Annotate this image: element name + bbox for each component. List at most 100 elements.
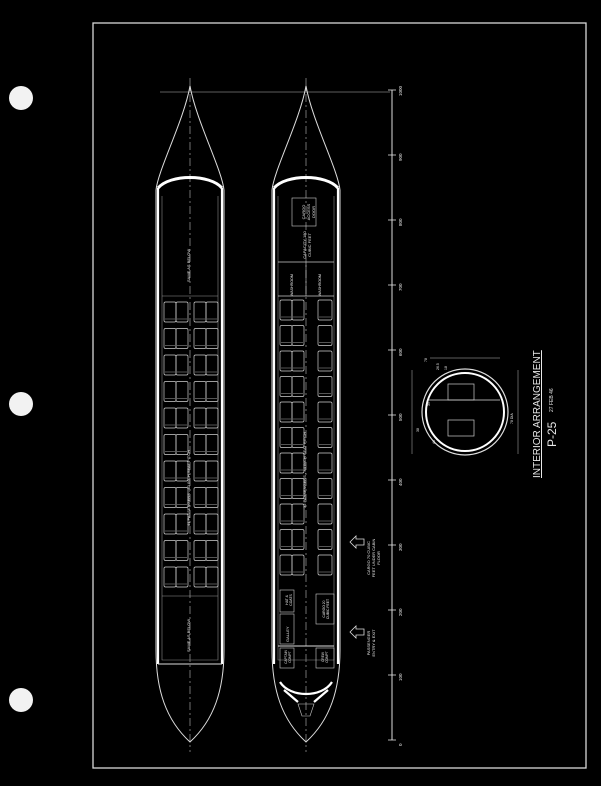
drawing-subtitle: P-25: [545, 421, 559, 447]
seat: [205, 381, 219, 402]
seat: [291, 529, 305, 550]
seat: [317, 299, 333, 321]
seat: [291, 452, 305, 474]
scale-tick-label: 300: [398, 543, 403, 551]
seat: [205, 434, 219, 455]
cargo-access-door-box: [291, 197, 317, 227]
upper-fuselage-outline: [155, 85, 225, 743]
seat: [317, 478, 333, 499]
scale-tick-label: 600: [398, 348, 403, 356]
upper-cabin-wall: [156, 188, 224, 664]
lower-passenger-note: 32 PASSENGERS - 34 INCH SEAT PITCH: [302, 431, 307, 508]
seat: [317, 427, 333, 448]
scale-tick-label: 200: [398, 608, 403, 616]
hat-compartment-label: HAT & COATS: [285, 594, 293, 606]
upper-cabin-inner: [161, 196, 219, 661]
seat: [291, 478, 305, 499]
seat: [175, 434, 189, 455]
seat: [317, 350, 333, 372]
seat: [205, 301, 219, 323]
seat: [205, 566, 219, 588]
seat: [175, 407, 189, 429]
lower-fuselage-outline: [271, 85, 341, 743]
upper-aft-note: SAME AS BELOW: [186, 618, 191, 652]
seat: [317, 503, 333, 525]
seat: [175, 328, 189, 349]
seat: [291, 401, 305, 423]
cross-section: [411, 357, 519, 456]
seat: [291, 503, 305, 525]
seat: [291, 376, 305, 397]
cargo-door-label: CARGO 70 CUBIC FEET UNDER CABIN FLOOR: [366, 538, 381, 578]
scale-tick-label: 900: [398, 153, 403, 161]
drawing-date-note: 27 FEB 46: [549, 388, 555, 412]
cross-section-inner: [425, 372, 505, 452]
seat: [291, 554, 305, 576]
cargo-access-label: CARGO ACCESS DOOR: [301, 203, 316, 221]
cockpit-console: [297, 703, 315, 717]
lower-cabin-wall: [272, 188, 340, 664]
seat: [317, 529, 333, 550]
seat: [317, 554, 333, 576]
upper-bulkhead-forward: [156, 176, 224, 190]
seat: [175, 566, 189, 588]
captain-compartment-box: [279, 647, 295, 669]
seat: [317, 325, 333, 346]
section-label-3: 18: [444, 366, 448, 370]
section-label-5: 39: [427, 402, 431, 406]
scale-tick-label: 400: [398, 478, 403, 486]
lower-fuselage: [271, 85, 341, 743]
scale-tick-label: 100: [398, 673, 403, 681]
front-cargo-box: [315, 593, 335, 625]
section-label-4: 78 DIA: [510, 413, 514, 424]
scale-tick-label: 0: [398, 743, 403, 746]
passenger-door-label: PASSENGER ENTRY & EXIT: [366, 629, 376, 657]
captain-compartment-label: CAPTAIN COMPT: [284, 650, 292, 664]
seat: [205, 513, 219, 535]
seat: [317, 401, 333, 423]
punch-hole-top: [9, 86, 33, 110]
cross-section-outer: [421, 368, 509, 456]
seat: [175, 513, 189, 535]
lower-cabin-inner: [277, 196, 335, 661]
seat: [291, 427, 305, 448]
cargo-door-arrow: [349, 535, 365, 549]
crew-compartment-box: [315, 647, 335, 669]
seat: [175, 301, 189, 323]
galley-box: [279, 613, 295, 645]
upper-passenger-note: 44 PASSENGERS - 40 INCH SEAT PITCH: [186, 449, 191, 526]
upper-fuselage: [155, 85, 225, 743]
sheet-border: [92, 22, 587, 769]
seat: [175, 460, 189, 482]
seat: [205, 540, 219, 561]
scale-tick-label: 700: [398, 283, 403, 291]
lower-bulkhead-forward: [272, 176, 340, 190]
washroom-left-label: WASHROOM: [290, 274, 294, 296]
seat: [205, 407, 219, 429]
hat-compartment-box: [279, 589, 295, 613]
cargo-capacity-label: CAPACITY 180 CUBIC FEET: [302, 231, 312, 259]
washroom-right-label: WASHROOM: [318, 274, 322, 296]
seat: [291, 325, 305, 346]
seat: [317, 376, 333, 397]
seat: [175, 487, 189, 508]
section-label-6: 38: [416, 428, 420, 432]
punch-hole-bottom: [9, 688, 33, 712]
seat: [175, 354, 189, 376]
section-label-1: 78: [424, 358, 428, 362]
scale-tick-label: 500: [398, 413, 403, 421]
section-label-2: 26.5: [436, 363, 440, 370]
seat: [317, 452, 333, 474]
front-cargo-label: CARGO 20 CUBIC FEET: [322, 598, 330, 620]
upper-forward-note: SAME AS BELOW: [186, 248, 191, 282]
cross-section-seat-top: [447, 383, 475, 401]
seat: [205, 328, 219, 349]
scale-tick-label: 1000: [398, 85, 403, 96]
cross-section-seat-bottom: [447, 419, 475, 437]
crew-compartment-label: CREW COMPT: [321, 651, 329, 663]
seat: [205, 460, 219, 482]
seat: [175, 540, 189, 561]
section-label-7: 46: [432, 440, 436, 444]
